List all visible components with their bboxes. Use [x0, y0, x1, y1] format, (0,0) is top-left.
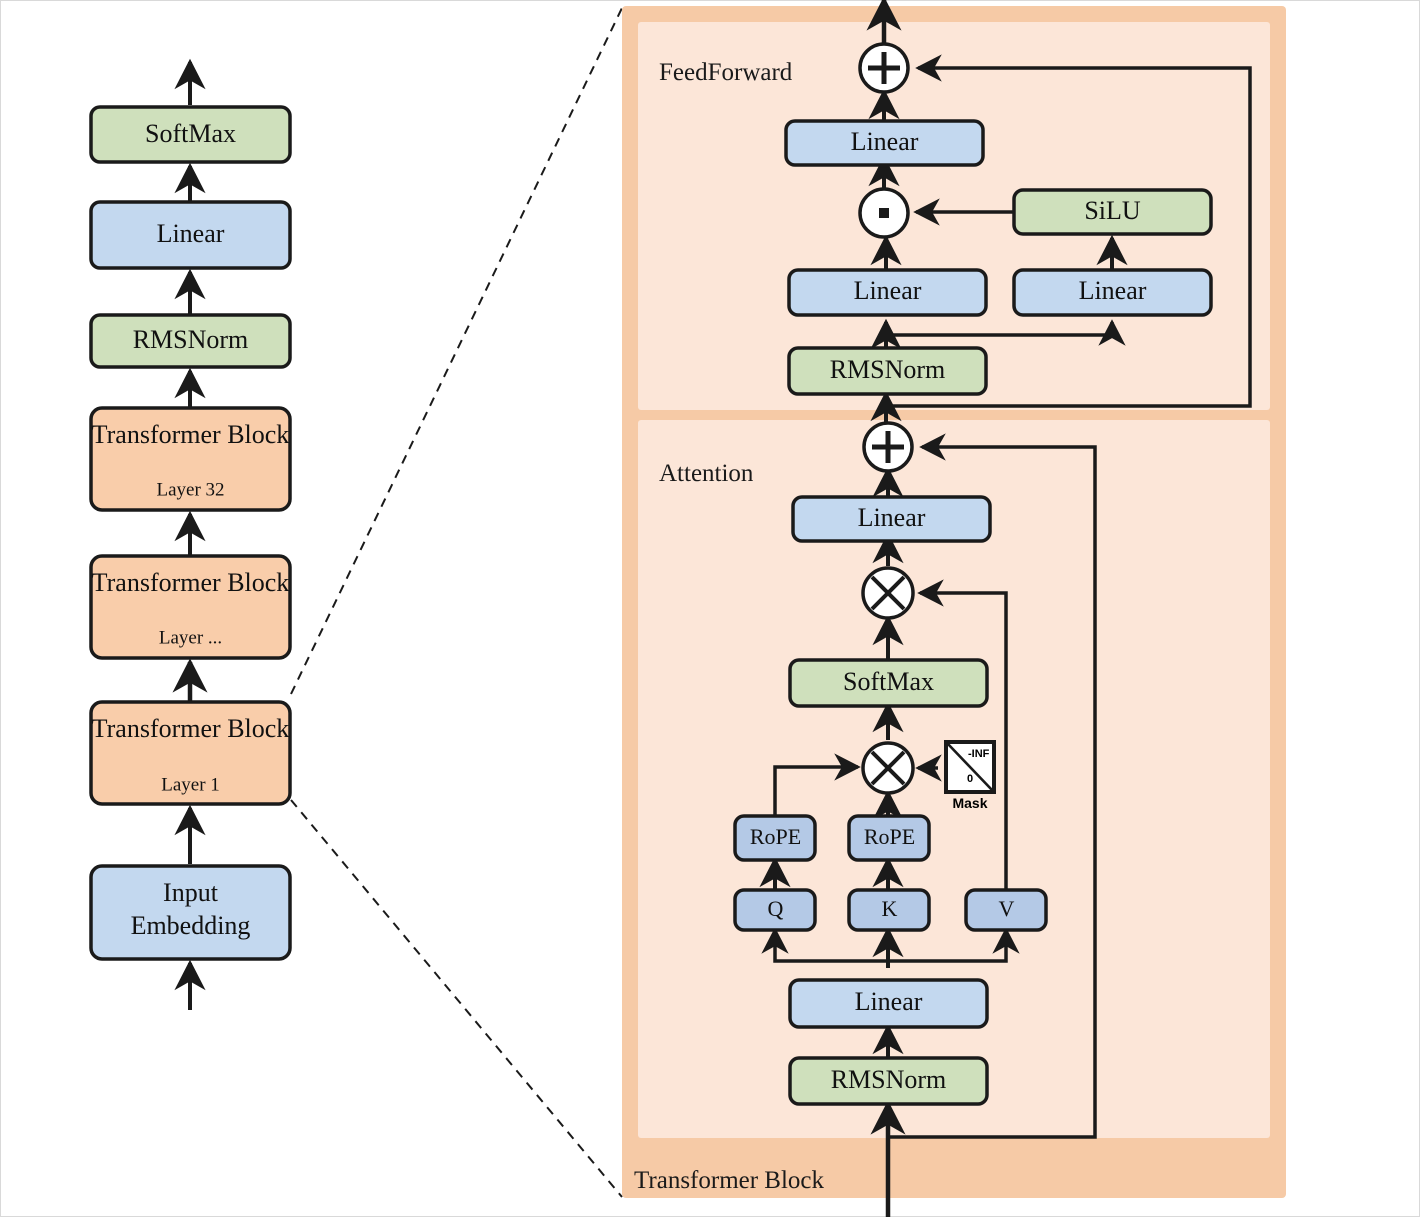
arrow-linearqkv-to-v	[888, 927, 1020, 963]
node-linear-head-label: Linear	[157, 219, 225, 248]
attention-section-label: Attention	[659, 460, 754, 487]
node-softmax[interactable]: SoftMax	[89, 105, 292, 164]
feedforward-wiring	[866, 0, 1252, 422]
node-attn-softmax[interactable]: SoftMax	[788, 658, 989, 708]
op-attn-add[interactable]	[862, 421, 914, 473]
node-v-label: V	[999, 896, 1015, 921]
node-k-label: K	[882, 896, 898, 921]
node-input-embedding-label-line1: Input	[163, 878, 219, 907]
node-transformer-block-32-label: Transformer Block	[92, 420, 290, 449]
node-attn-rmsnorm[interactable]: RMSNorm	[788, 1056, 989, 1106]
op-ff-elementwise-multiply[interactable]	[858, 187, 910, 239]
node-rope-k[interactable]: RoPE	[847, 814, 931, 862]
node-ff-linear-out[interactable]: Linear	[784, 119, 985, 167]
node-rmsnorm-final[interactable]: RMSNorm	[89, 313, 292, 369]
node-k[interactable]: K	[847, 888, 931, 932]
mask-lower-left-value: 0	[967, 773, 973, 785]
node-attn-linear-out[interactable]: Linear	[791, 495, 992, 543]
node-transformer-block-32-sublabel: Layer 32	[156, 479, 224, 500]
arrow-linearqkv-to-q	[761, 927, 888, 963]
arrow-ff-rmsnorm-to-linearup	[886, 319, 1126, 346]
node-ff-rmsnorm[interactable]: RMSNorm	[787, 346, 988, 396]
zoom-connector-lines	[290, 7, 623, 1198]
node-ff-rmsnorm-label: RMSNorm	[830, 355, 946, 384]
node-transformer-block-1[interactable]: Transformer Block Layer 1	[89, 700, 292, 806]
node-transformer-block-dots[interactable]: Transformer Block Layer ...	[89, 554, 292, 660]
residual-feedforward	[886, 54, 1252, 408]
node-attn-rmsnorm-label: RMSNorm	[831, 1065, 947, 1094]
op-attn-matmul-scores-values[interactable]	[861, 566, 915, 620]
node-attn-linear-out-label: Linear	[858, 503, 926, 532]
node-ff-linear-out-label: Linear	[851, 127, 919, 156]
node-transformer-block-1-label: Transformer Block	[92, 714, 290, 743]
node-transformer-block-32[interactable]: Transformer Block Layer 32	[89, 406, 292, 512]
node-attn-linear-qkv-label: Linear	[855, 987, 923, 1016]
node-transformer-block-dots-sublabel: Layer ...	[159, 627, 222, 648]
attention-wiring	[759, 406, 1097, 1217]
node-input-embedding-label-line2: Embedding	[131, 911, 251, 940]
node-input-embedding[interactable]: Input Embedding	[89, 864, 292, 961]
op-ff-add[interactable]	[858, 42, 910, 94]
node-rmsnorm-final-label: RMSNorm	[133, 325, 249, 354]
zoom-connector-bottom	[290, 799, 623, 1198]
op-attn-matmul-qk[interactable]	[861, 741, 915, 795]
causal-mask-icon[interactable]: 0 -INF Mask	[944, 740, 996, 811]
node-ff-linear-up[interactable]: Linear	[1012, 268, 1213, 317]
node-ff-silu[interactable]: SiLU	[1012, 188, 1213, 236]
node-v[interactable]: V	[964, 888, 1048, 932]
mask-caption: Mask	[952, 795, 987, 811]
arrow-attn-ropeq-to-mulqk	[773, 753, 861, 816]
model-overview-stack: SoftMax Linear RMSNorm Transformer Block…	[89, 58, 292, 1010]
node-transformer-block-1-sublabel: Layer 1	[161, 774, 220, 795]
node-rope-k-label: RoPE	[864, 824, 915, 849]
node-transformer-block-dots-label: Transformer Block	[92, 568, 290, 597]
node-ff-linear-gate[interactable]: Linear	[787, 268, 988, 317]
node-rope-q-label: RoPE	[750, 824, 801, 849]
node-ff-linear-gate-label: Linear	[854, 276, 922, 305]
mask-upper-right-value: -INF	[968, 748, 990, 760]
node-q[interactable]: Q	[733, 888, 817, 932]
node-linear-head[interactable]: Linear	[89, 200, 292, 270]
node-attn-softmax-label: SoftMax	[843, 667, 934, 696]
arrow-v-to-mulv	[917, 579, 1008, 890]
transformer-block-detail-panel: FeedForward Attention Transformer Block	[622, 0, 1286, 1217]
node-attn-linear-qkv[interactable]: Linear	[788, 978, 989, 1029]
node-q-label: Q	[768, 896, 784, 921]
feedforward-section-label: FeedForward	[659, 59, 793, 86]
residual-attention	[888, 433, 1097, 1139]
node-ff-linear-up-label: Linear	[1079, 276, 1147, 305]
transformer-block-outer-label: Transformer Block	[634, 1167, 825, 1194]
node-rope-q[interactable]: RoPE	[733, 814, 817, 862]
node-softmax-label: SoftMax	[145, 119, 236, 148]
node-ff-silu-label: SiLU	[1084, 196, 1141, 225]
